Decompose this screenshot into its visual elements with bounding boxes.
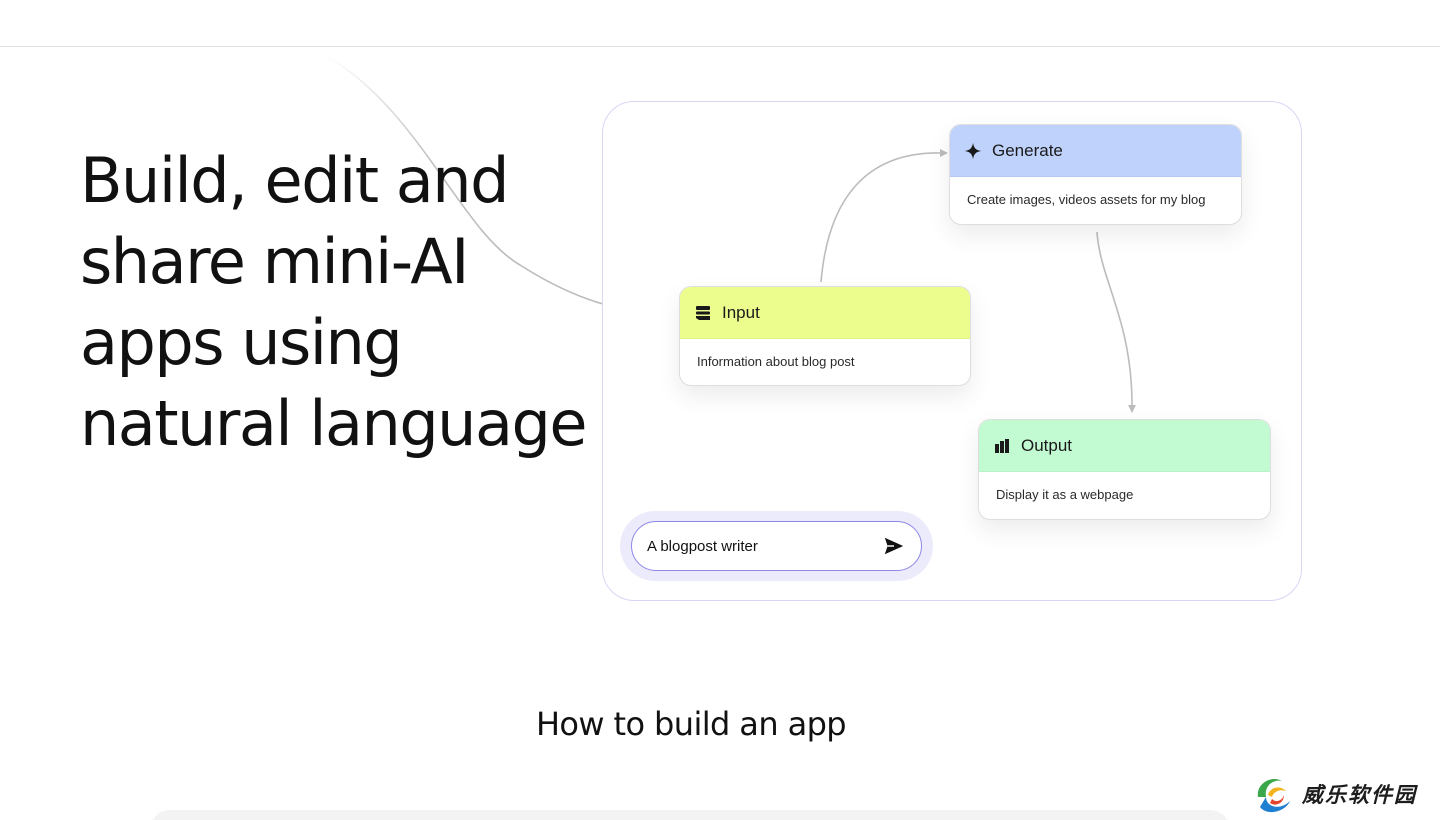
hero-title-line: share mini-AI xyxy=(80,225,469,298)
node-output-description: Display it as a webpage xyxy=(996,487,1134,502)
sparkle-icon xyxy=(964,142,982,160)
node-generate-description: Create images, videos assets for my blog xyxy=(967,192,1206,207)
node-input-header[interactable]: Input xyxy=(680,287,970,339)
top-divider xyxy=(0,46,1440,47)
node-generate-title: Generate xyxy=(992,140,1063,160)
next-section-panel xyxy=(150,810,1230,820)
swirl-logo-icon xyxy=(1257,778,1290,813)
watermark-text: 威乐软件园 xyxy=(1302,782,1417,807)
node-generate[interactable]: Generate Create images, videos assets fo… xyxy=(949,124,1242,225)
bar-chart-icon xyxy=(993,437,1011,455)
section-heading: How to build an app xyxy=(535,705,847,743)
hero-title-line: natural language xyxy=(80,387,587,460)
hero-title: Build, edit and share mini-AI apps using… xyxy=(80,140,600,464)
node-input-description: Information about blog post xyxy=(697,354,855,369)
node-input[interactable]: Input Information about blog post xyxy=(679,286,971,386)
hero-title-line: apps using xyxy=(80,306,403,379)
hero-title-line: Build, edit and xyxy=(80,144,509,217)
node-generate-header[interactable]: Generate xyxy=(950,125,1241,177)
input-list-icon xyxy=(694,304,712,322)
prompt-bar[interactable] xyxy=(631,521,922,571)
node-output[interactable]: Output Display it as a webpage xyxy=(978,419,1271,520)
node-output-header[interactable]: Output xyxy=(979,420,1270,472)
node-output-title: Output xyxy=(1021,435,1073,455)
send-icon xyxy=(884,537,904,555)
send-button[interactable] xyxy=(881,533,907,559)
prompt-input[interactable] xyxy=(647,537,881,555)
node-input-title: Input xyxy=(722,302,760,322)
watermark: 威乐软件园 xyxy=(1250,770,1440,818)
